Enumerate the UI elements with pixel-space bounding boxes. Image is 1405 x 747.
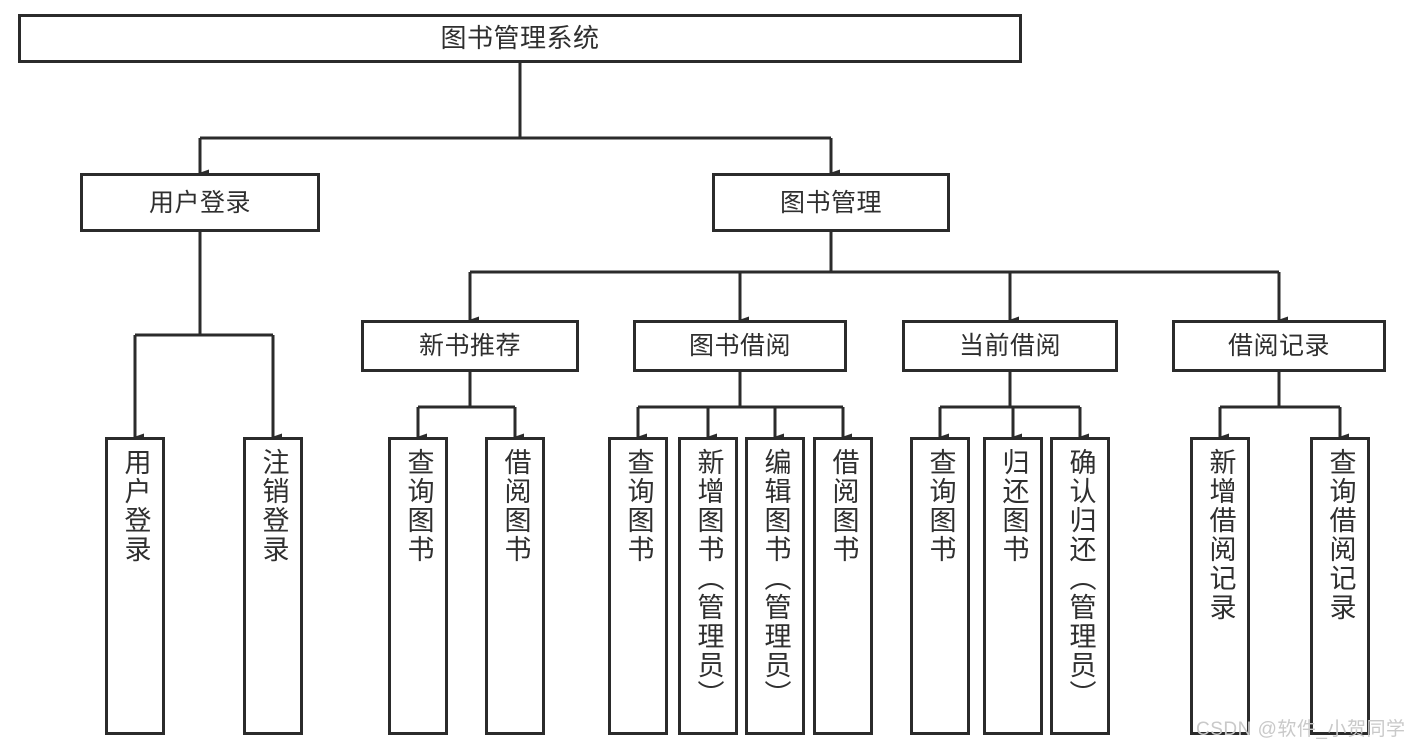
node-leaf-user-login[interactable]: 用户登录 bbox=[105, 437, 165, 735]
node-leaf-br-add[interactable]: 新增借阅记录 bbox=[1190, 437, 1250, 735]
node-borrow-rec[interactable]: 借阅记录 bbox=[1172, 320, 1386, 372]
node-root[interactable]: 图书管理系统 bbox=[18, 14, 1022, 63]
node-leaf-rec-borrow[interactable]: 借阅图书 bbox=[485, 437, 545, 735]
node-label-leaf-bb-edit: 编辑图书（管理员） bbox=[760, 448, 791, 709]
node-label-leaf-br-query: 查询借阅记录 bbox=[1325, 448, 1356, 622]
node-label-leaf-br-add: 新增借阅记录 bbox=[1205, 448, 1236, 622]
node-label-book-borrow: 图书借阅 bbox=[688, 332, 791, 360]
node-book-borrow[interactable]: 图书借阅 bbox=[633, 320, 847, 372]
node-leaf-user-logout[interactable]: 注销登录 bbox=[243, 437, 303, 735]
node-label-cur-borrow: 当前借阅 bbox=[958, 332, 1061, 360]
node-label-leaf-bb-query: 查询图书 bbox=[623, 448, 654, 564]
node-label-leaf-bb-lend: 借阅图书 bbox=[828, 448, 859, 564]
node-label-leaf-cb-confirm: 确认归还（管理员） bbox=[1065, 448, 1096, 709]
node-leaf-bb-lend[interactable]: 借阅图书 bbox=[813, 437, 873, 735]
node-label-root: 图书管理系统 bbox=[440, 22, 600, 53]
node-leaf-cb-confirm[interactable]: 确认归还（管理员） bbox=[1050, 437, 1110, 735]
node-new-book-rec[interactable]: 新书推荐 bbox=[361, 320, 579, 372]
node-label-leaf-user-logout: 注销登录 bbox=[258, 448, 289, 564]
node-leaf-br-query[interactable]: 查询借阅记录 bbox=[1310, 437, 1370, 735]
node-leaf-bb-add[interactable]: 新增图书（管理员） bbox=[678, 437, 738, 735]
node-book-manage[interactable]: 图书管理 bbox=[712, 173, 950, 232]
node-leaf-cb-query[interactable]: 查询图书 bbox=[910, 437, 970, 735]
node-cur-borrow[interactable]: 当前借阅 bbox=[902, 320, 1118, 372]
node-label-leaf-user-login: 用户登录 bbox=[120, 448, 151, 564]
node-user-login[interactable]: 用户登录 bbox=[80, 173, 320, 232]
node-leaf-cb-return[interactable]: 归还图书 bbox=[983, 437, 1043, 735]
node-leaf-bb-edit[interactable]: 编辑图书（管理员） bbox=[745, 437, 805, 735]
node-label-leaf-bb-add: 新增图书（管理员） bbox=[693, 448, 724, 709]
node-label-new-book-rec: 新书推荐 bbox=[418, 332, 521, 360]
node-label-leaf-rec-borrow: 借阅图书 bbox=[500, 448, 531, 564]
node-label-borrow-rec: 借阅记录 bbox=[1227, 332, 1330, 360]
node-leaf-bb-query[interactable]: 查询图书 bbox=[608, 437, 668, 735]
node-label-leaf-rec-query: 查询图书 bbox=[403, 448, 434, 564]
node-label-user-login: 用户登录 bbox=[148, 188, 251, 217]
node-label-leaf-cb-return: 归还图书 bbox=[998, 448, 1029, 564]
edges bbox=[133, 63, 1349, 441]
node-label-leaf-cb-query: 查询图书 bbox=[925, 448, 956, 564]
csdn-watermark: CSDN @软件_小贺同学 bbox=[1196, 719, 1405, 740]
node-label-book-manage: 图书管理 bbox=[779, 188, 882, 217]
node-leaf-rec-query[interactable]: 查询图书 bbox=[388, 437, 448, 735]
